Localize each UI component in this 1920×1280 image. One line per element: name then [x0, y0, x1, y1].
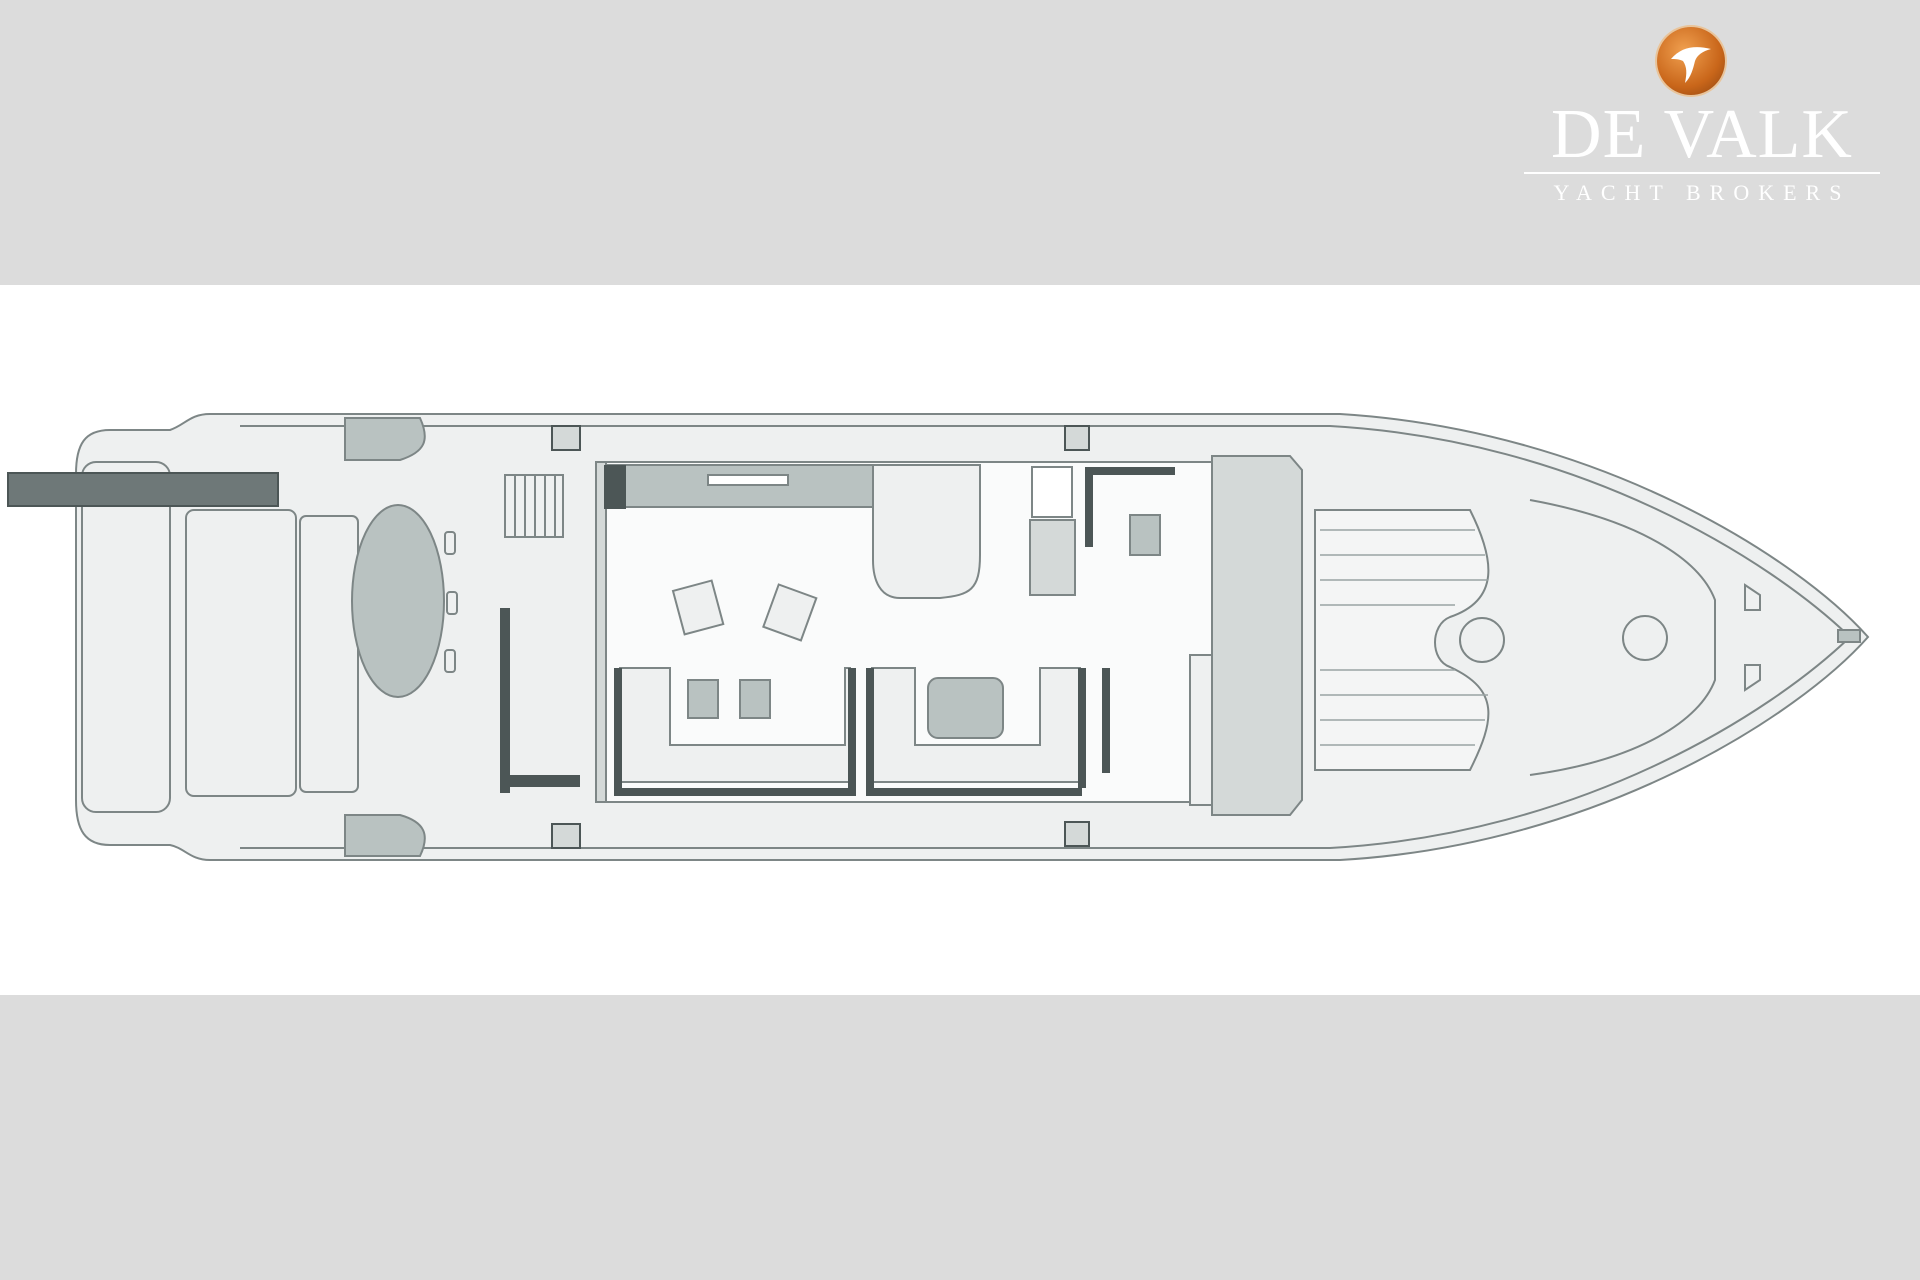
bow-well — [1529, 499, 1716, 776]
logo-tagline: YACHT BROKERS — [1553, 180, 1851, 205]
coffee-table — [739, 679, 771, 719]
sunpad-slats — [1320, 529, 1488, 746]
forward-hatch — [1622, 615, 1668, 661]
dining-table — [927, 677, 1004, 739]
cockpit-sofa-base — [185, 509, 297, 797]
cockpit-sofa — [299, 515, 359, 793]
falcon-icon — [1657, 27, 1725, 95]
logo-wordmark: DE VALK — [1551, 96, 1853, 173]
stairs-to-flybridge — [504, 474, 564, 538]
galley-counter — [1029, 519, 1076, 596]
armchair — [762, 583, 818, 642]
interior-walls — [500, 465, 1175, 796]
foredeck-sunpad — [1314, 509, 1490, 771]
cooktop — [1031, 466, 1073, 518]
passerelle — [7, 472, 279, 507]
coffee-table — [687, 679, 719, 719]
galley-sink — [1129, 514, 1161, 556]
cleats — [551, 425, 1090, 849]
tv-unit — [707, 474, 789, 486]
de-valk-logo: DE VALK YACHT BROKERS — [1520, 24, 1884, 214]
bottom-gray-band — [0, 995, 1920, 1280]
salon-sofa — [619, 667, 851, 783]
dinette-sofa — [871, 667, 1081, 783]
swim-platform — [81, 461, 171, 813]
deck-hatch — [1459, 617, 1505, 663]
armchair — [671, 579, 725, 636]
aft-bulkhead-wall — [595, 461, 607, 803]
windscreen — [1211, 455, 1303, 816]
logo-divider — [1524, 172, 1880, 174]
cockpit-chairs — [444, 531, 458, 673]
top-gray-band — [0, 0, 1920, 285]
cockpit-dining-table — [351, 504, 445, 698]
cockpit-corner-top — [344, 417, 426, 461]
anchor-locker — [1744, 583, 1761, 692]
anchor — [1837, 629, 1861, 643]
cockpit-corner-bottom — [344, 814, 426, 857]
galley-u-sofa — [872, 464, 981, 599]
